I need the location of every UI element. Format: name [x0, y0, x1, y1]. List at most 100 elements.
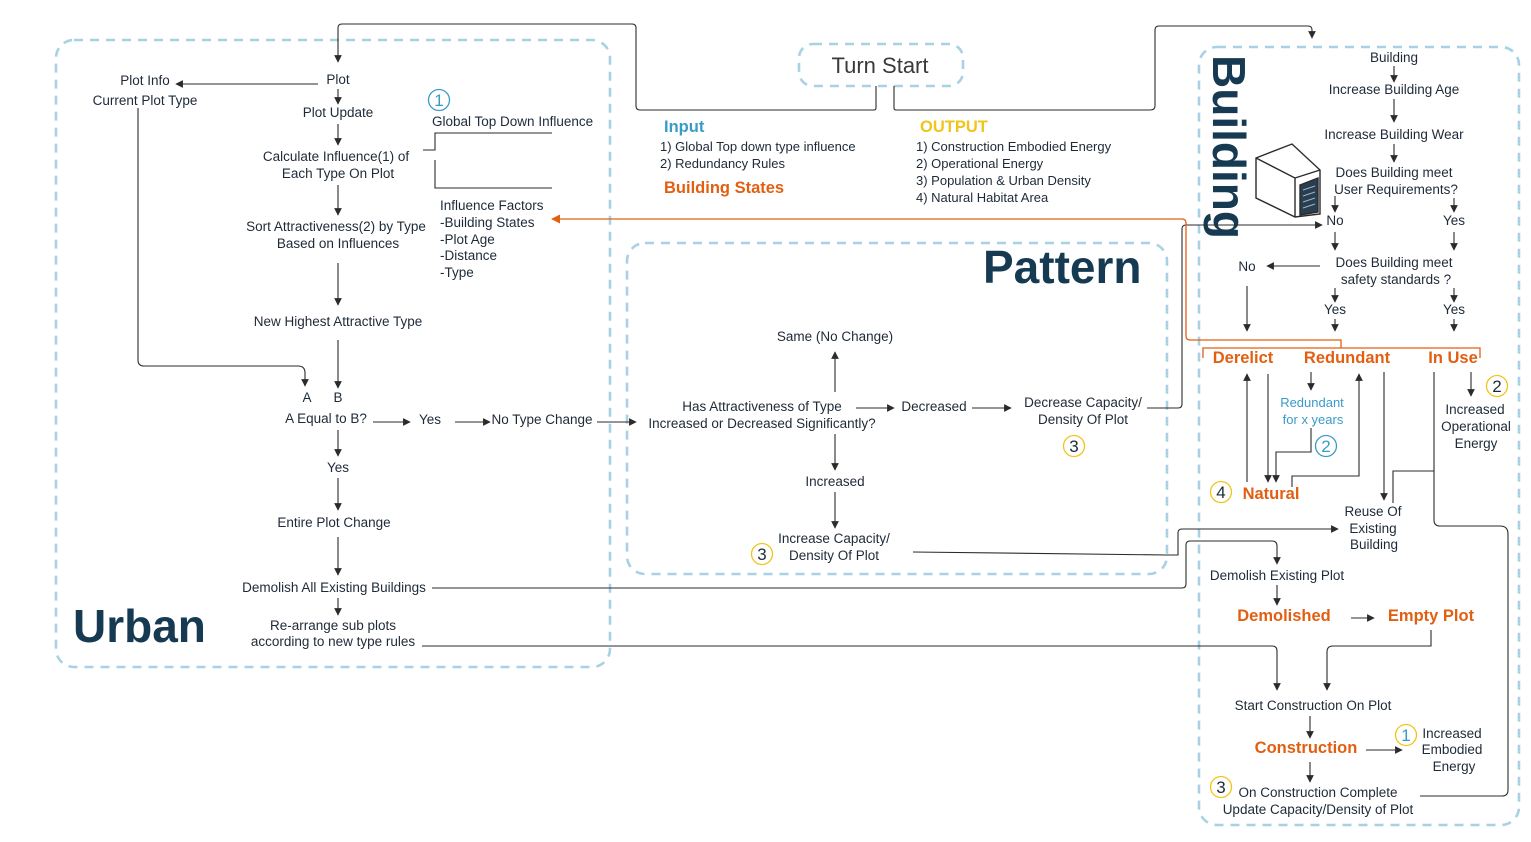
safety-line2: safety standards ?: [1341, 272, 1451, 287]
yes-1: Yes: [1443, 213, 1465, 228]
increased-op-line1: Increased: [1445, 402, 1504, 417]
svg-text:3: 3: [1069, 437, 1078, 456]
a-equal-b: A Equal to B?: [285, 411, 367, 426]
label-b: B: [333, 390, 342, 405]
has-attr-line1: Has Attractiveness of Type: [682, 399, 842, 414]
influence-factor-4: -Type: [440, 265, 474, 280]
entire-plot-change: Entire Plot Change: [277, 515, 390, 530]
demolish-existing: Demolish Existing Plot: [1210, 568, 1345, 583]
building-node: Building: [1370, 50, 1418, 65]
svg-text:3: 3: [1216, 778, 1225, 797]
increased-op-line3: Energy: [1455, 436, 1498, 451]
badge-4-natural: 4: [1209, 480, 1233, 504]
reuse-line1: Reuse Of: [1344, 504, 1401, 519]
start-construction: Start Construction On Plot: [1235, 698, 1392, 713]
state-in-use: In Use: [1428, 349, 1478, 367]
increased-emb-line3: Energy: [1433, 759, 1476, 774]
redundant-x-line2: for x years: [1283, 412, 1344, 427]
badge-1-construction: 1: [1394, 723, 1418, 747]
user-req-line2: User Requirements?: [1334, 182, 1458, 197]
plot-info: Plot Info: [120, 73, 170, 88]
demolish-all: Demolish All Existing Buildings: [242, 580, 426, 595]
connectors: [137, 23, 1509, 797]
svg-text:2: 2: [1492, 377, 1501, 396]
redundant-x-line1: Redundant: [1280, 395, 1344, 410]
on-complete: On Construction Complete: [1238, 785, 1397, 800]
badge-3-decrease: 3: [1062, 434, 1086, 458]
influence-factor-3: -Distance: [440, 248, 497, 263]
calc-influence-line1: Calculate Influence(1) of: [263, 149, 410, 164]
increased-op-line2: Operational: [1441, 419, 1511, 434]
current-plot-type: Current Plot Type: [93, 93, 198, 108]
svg-text:3: 3: [757, 545, 766, 564]
calc-influence-line2: Each Type On Plot: [282, 166, 395, 181]
state-empty-plot: Empty Plot: [1388, 607, 1475, 625]
state-construction: Construction: [1255, 739, 1358, 757]
user-req-line1: Does Building meet: [1335, 165, 1452, 180]
global-influence: Global Top Down Influence: [432, 114, 593, 129]
increased: Increased: [805, 474, 864, 489]
increase-cap-line2: Density Of Plot: [789, 548, 879, 563]
increase-age: Increase Building Age: [1329, 82, 1460, 97]
output-item-2: 2) Operational Energy: [916, 156, 1044, 171]
input-item-2: 2) Redundancy Rules: [660, 156, 786, 171]
safety-line1: Does Building meet: [1335, 255, 1452, 270]
svg-text:4: 4: [1216, 483, 1225, 502]
plot-node: Plot: [326, 72, 350, 87]
decrease-cap-line1: Decrease Capacity/: [1024, 395, 1142, 410]
influence-factors-title: Influence Factors: [440, 198, 544, 213]
increased-emb-line1: Increased: [1422, 726, 1481, 741]
badge-2-redundant: 2: [1314, 434, 1338, 458]
yes-right: Yes: [419, 412, 441, 427]
state-demolished: Demolished: [1237, 607, 1331, 625]
no-2: No: [1238, 259, 1255, 274]
state-natural: Natural: [1243, 485, 1300, 503]
input-building-states: Building States: [664, 179, 784, 197]
sort-attr-line2: Based on Influences: [277, 236, 400, 251]
output-item-1: 1) Construction Embodied Energy: [916, 139, 1112, 154]
reuse-line3: Building: [1350, 537, 1398, 552]
output-item-3: 3) Population & Urban Density: [916, 173, 1091, 188]
influence-factor-1: -Building States: [440, 215, 535, 230]
increase-cap-line1: Increase Capacity/: [778, 531, 890, 546]
rearrange-line1: Re-arrange sub plots: [270, 618, 396, 633]
plot-update-node: Plot Update: [303, 105, 374, 120]
output-item-4: 4) Natural Habitat Area: [916, 190, 1049, 205]
reuse-line2: Existing: [1349, 521, 1396, 536]
input-item-1: 1) Global Top down type influence: [660, 139, 856, 154]
no-type-change: No Type Change: [491, 412, 592, 427]
rearrange-line2: according to new type rules: [251, 634, 416, 649]
decreased: Decreased: [901, 399, 966, 414]
state-derelict: Derelict: [1213, 349, 1274, 367]
decrease-cap-line2: Density Of Plot: [1038, 412, 1128, 427]
svg-text:1: 1: [1401, 726, 1410, 745]
increase-wear: Increase Building Wear: [1324, 127, 1464, 142]
svg-text:2: 2: [1321, 437, 1330, 456]
badge-1-urban: 1: [427, 88, 451, 112]
update-cap: Update Capacity/Density of Plot: [1223, 802, 1414, 817]
increased-emb-line2: Embodied: [1422, 742, 1483, 757]
yes-3: Yes: [1443, 302, 1465, 317]
same-no-change: Same (No Change): [777, 329, 893, 344]
label-a: A: [302, 390, 311, 405]
turn-start-box: [797, 42, 965, 88]
building-icon: [1255, 143, 1321, 218]
yes-down: Yes: [327, 460, 349, 475]
output-title: OUTPUT: [920, 118, 988, 136]
urban-box: [54, 38, 612, 669]
urban-title: Urban: [73, 600, 206, 652]
input-title: Input: [664, 118, 705, 136]
yes-2: Yes: [1324, 302, 1346, 317]
has-attr-line2: Increased or Decreased Significantly?: [648, 416, 875, 431]
building-title: Building: [1203, 55, 1255, 239]
badge-3-complete: 3: [1209, 775, 1233, 799]
no-1: No: [1326, 213, 1343, 228]
pattern-title: Pattern: [983, 241, 1141, 293]
badge-3-increase: 3: [750, 542, 774, 566]
turn-start-label: Turn Start: [832, 53, 929, 78]
influence-factor-2: -Plot Age: [440, 232, 495, 247]
svg-text:1: 1: [434, 91, 443, 110]
new-highest-type: New Highest Attractive Type: [254, 314, 423, 329]
sort-attr-line1: Sort Attractiveness(2) by Type: [246, 219, 426, 234]
